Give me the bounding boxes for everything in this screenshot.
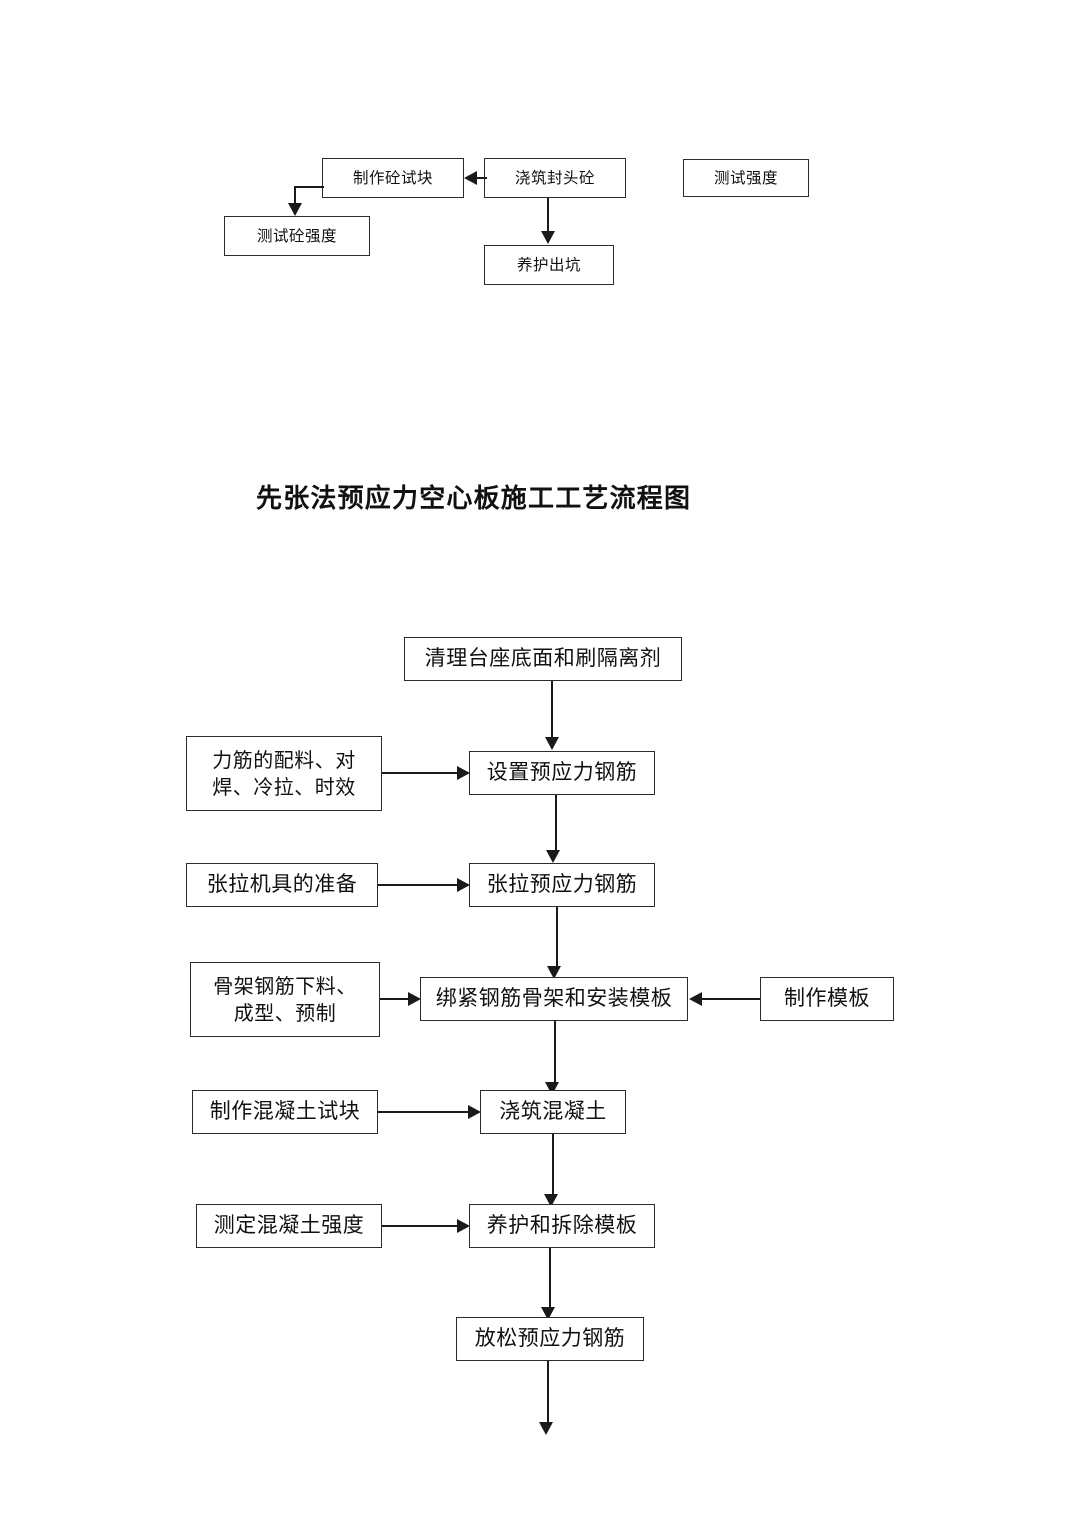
node-tension-prestressed-reinforcement[interactable]: 张拉预应力钢筋 bbox=[469, 863, 655, 907]
edge-setbar-to-tension-arrow bbox=[546, 850, 560, 863]
node-make-formwork[interactable]: 制作模板 bbox=[760, 977, 894, 1021]
edge-framebar-to-tie-line bbox=[380, 998, 411, 1000]
edge-tendon-to-setbar-line bbox=[382, 772, 460, 774]
node-label: 测试强度 bbox=[713, 168, 778, 187]
page-title: 先张法预应力空心板施工工艺流程图 bbox=[256, 484, 692, 514]
node-tensioning-equipment-preparation[interactable]: 张拉机具的准备 bbox=[186, 863, 378, 907]
node-pour-end-sealing-concrete[interactable]: 浇筑封头砼 bbox=[484, 158, 626, 198]
edge-pour-to-curing-arrow bbox=[541, 231, 555, 244]
node-label: 骨架钢筋下料、 成型、预制 bbox=[213, 974, 357, 1025]
edge-pour-to-curing-main-arrow bbox=[544, 1194, 558, 1207]
edge-testblock-to-strength-vertical bbox=[294, 186, 296, 206]
node-tie-reinforcement-cage-and-install-formwork[interactable]: 绑紧钢筋骨架和安装模板 bbox=[420, 977, 688, 1021]
node-test-strength[interactable]: 测试强度 bbox=[683, 159, 809, 197]
edge-setbar-to-tension-line bbox=[555, 795, 558, 852]
node-label: 制作模板 bbox=[784, 986, 870, 1011]
edge-measure-to-curing-line bbox=[382, 1225, 460, 1227]
edge-testblock-to-strength-arrow bbox=[288, 203, 302, 216]
node-label: 清理台座底面和刷隔离剂 bbox=[424, 646, 662, 671]
node-make-concrete-test-block-main[interactable]: 制作混凝土试块 bbox=[192, 1090, 378, 1134]
edge-framebar-to-tie-arrow bbox=[408, 992, 421, 1006]
edge-testblock-to-pour-arrow bbox=[468, 1105, 481, 1119]
edge-release-continues-arrow bbox=[539, 1422, 553, 1435]
node-label: 测试砼强度 bbox=[256, 226, 337, 245]
node-measure-concrete-strength[interactable]: 测定混凝土强度 bbox=[196, 1204, 382, 1248]
node-tendon-batching-welding-cold-drawing-aging[interactable]: 力筋的配料、对 焊、冷拉、时效 bbox=[186, 736, 382, 811]
edge-formwork-to-tie-arrow bbox=[689, 992, 702, 1006]
node-label: 养护出坑 bbox=[516, 255, 581, 274]
edge-formwork-to-tie-line bbox=[700, 998, 760, 1000]
edge-release-continues-line bbox=[547, 1361, 550, 1425]
edge-prep-to-tension-line bbox=[378, 884, 460, 886]
edge-curing-to-release-line bbox=[549, 1248, 552, 1310]
edge-pour-to-testblock-line bbox=[475, 177, 487, 179]
node-label: 养护和拆除模板 bbox=[486, 1213, 638, 1238]
edge-curing-to-release-arrow bbox=[541, 1307, 555, 1320]
node-label: 浇筑混凝土 bbox=[499, 1099, 607, 1124]
edge-prep-to-tension-arrow bbox=[457, 878, 470, 892]
edge-clean-to-setbar-arrow bbox=[545, 737, 559, 750]
node-label: 放松预应力钢筋 bbox=[474, 1326, 626, 1351]
edge-pour-to-curing-main-line bbox=[552, 1134, 555, 1196]
edge-testblock-to-strength-horizontal bbox=[294, 186, 324, 188]
node-label: 制作混凝土试块 bbox=[209, 1099, 361, 1124]
node-label: 张拉预应力钢筋 bbox=[486, 872, 638, 897]
node-clean-pedestal-and-release-agent[interactable]: 清理台座底面和刷隔离剂 bbox=[404, 637, 682, 681]
node-curing-out-of-pit[interactable]: 养护出坑 bbox=[484, 245, 614, 285]
node-label: 测定混凝土强度 bbox=[213, 1213, 365, 1238]
node-pour-concrete[interactable]: 浇筑混凝土 bbox=[480, 1090, 626, 1134]
node-label: 力筋的配料、对 焊、冷拉、时效 bbox=[212, 748, 356, 799]
edge-tension-to-tie-arrow bbox=[547, 966, 561, 979]
edge-tension-to-tie-line bbox=[556, 907, 559, 969]
node-curing-and-formwork-removal[interactable]: 养护和拆除模板 bbox=[469, 1204, 655, 1248]
node-frame-bar-cutting-forming-prefab[interactable]: 骨架钢筋下料、 成型、预制 bbox=[190, 962, 380, 1037]
node-label: 设置预应力钢筋 bbox=[486, 760, 638, 785]
node-release-prestressed-reinforcement[interactable]: 放松预应力钢筋 bbox=[456, 1317, 644, 1361]
node-label: 浇筑封头砼 bbox=[514, 168, 595, 187]
node-make-concrete-test-block[interactable]: 制作砼试块 bbox=[322, 158, 464, 198]
edge-pour-to-testblock-arrow bbox=[464, 171, 477, 185]
edge-tie-to-pour-line bbox=[554, 1021, 557, 1085]
edge-testblock-to-pour-line bbox=[378, 1111, 470, 1113]
node-label: 张拉机具的准备 bbox=[206, 872, 358, 897]
node-label: 制作砼试块 bbox=[352, 168, 433, 187]
node-label: 绑紧钢筋骨架和安装模板 bbox=[435, 986, 673, 1011]
edge-pour-to-curing-line bbox=[547, 198, 549, 234]
edge-tendon-to-setbar-arrow bbox=[457, 766, 470, 780]
edge-clean-to-setbar-line bbox=[551, 681, 554, 739]
node-set-prestressed-reinforcement[interactable]: 设置预应力钢筋 bbox=[469, 751, 655, 795]
node-test-concrete-strength[interactable]: 测试砼强度 bbox=[224, 216, 370, 256]
edge-measure-to-curing-arrow bbox=[457, 1219, 470, 1233]
